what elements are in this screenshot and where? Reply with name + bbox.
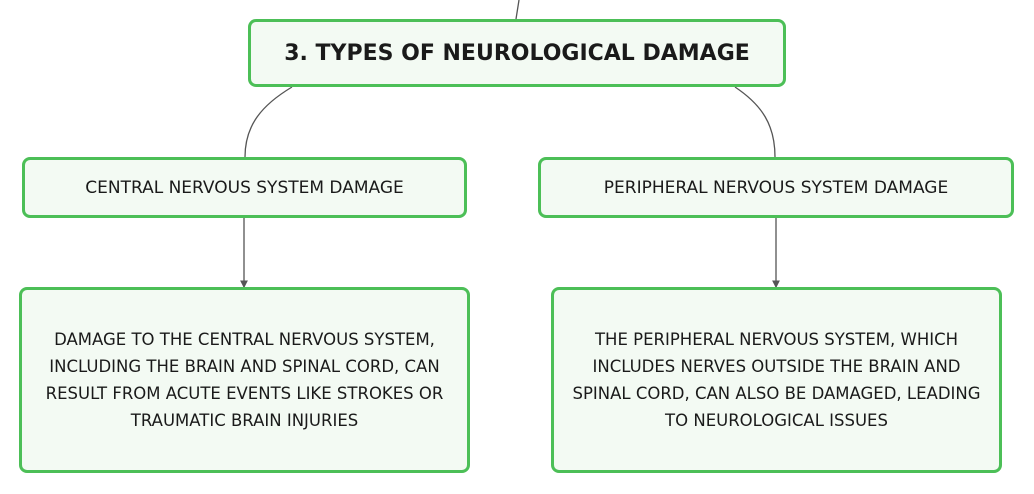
pns-damage-detail-node[interactable]: THE PERIPHERAL NERVOUS SYSTEM, WHICH INC… bbox=[551, 287, 1002, 473]
root-node[interactable]: 3. TYPES OF NEUROLOGICAL DAMAGE bbox=[248, 19, 786, 87]
connector-parent-to-root bbox=[515, 0, 520, 20]
pns-damage-node[interactable]: PERIPHERAL NERVOUS SYSTEM DAMAGE bbox=[538, 157, 1014, 218]
pns-damage-detail-text: THE PERIPHERAL NERVOUS SYSTEM, WHICH INC… bbox=[572, 330, 981, 430]
connector-root-to-cns bbox=[244, 86, 293, 158]
root-node-label: 3. TYPES OF NEUROLOGICAL DAMAGE bbox=[284, 40, 750, 66]
connector-root-to-pns bbox=[734, 86, 776, 158]
cns-damage-node[interactable]: CENTRAL NERVOUS SYSTEM DAMAGE bbox=[22, 157, 467, 218]
cns-damage-detail-node[interactable]: DAMAGE TO THE CENTRAL NERVOUS SYSTEM, IN… bbox=[19, 287, 470, 473]
cns-damage-label: CENTRAL NERVOUS SYSTEM DAMAGE bbox=[85, 177, 404, 198]
cns-damage-detail-text: DAMAGE TO THE CENTRAL NERVOUS SYSTEM, IN… bbox=[45, 330, 444, 430]
pns-damage-label: PERIPHERAL NERVOUS SYSTEM DAMAGE bbox=[603, 177, 949, 198]
